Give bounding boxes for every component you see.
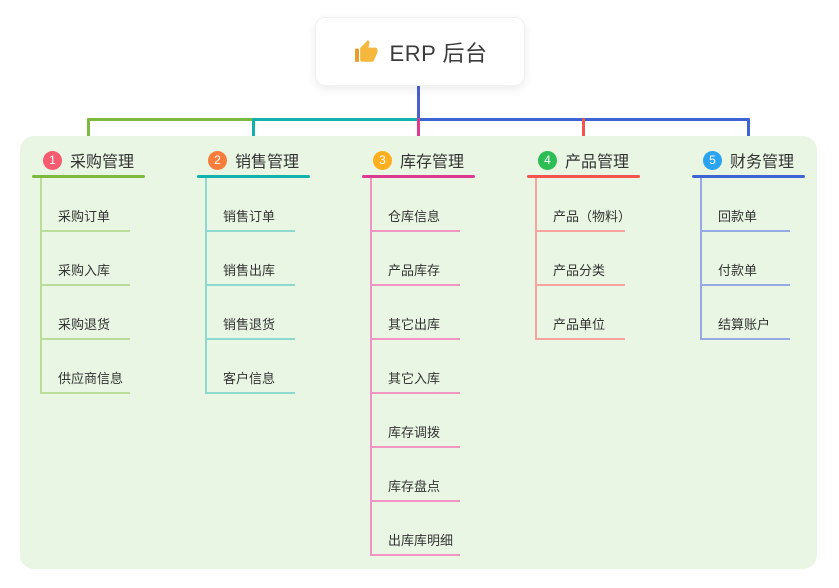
branch-number-badge: 2	[208, 150, 227, 170]
child-item-label: 出库库明细	[388, 533, 454, 548]
root-label: ERP 后台	[389, 40, 488, 66]
child-item-label: 仓库信息	[388, 209, 441, 224]
child-item[interactable]: 供应商信息	[40, 340, 130, 394]
branch-label: 产品管理	[565, 154, 630, 171]
child-item-label: 采购入库	[58, 263, 111, 278]
child-item-label: 结算账户	[718, 317, 771, 332]
connector-drop-branch1	[87, 118, 90, 144]
child-item[interactable]: 付款单	[700, 232, 790, 286]
connector-drop-branch5	[747, 118, 750, 144]
child-item[interactable]: 仓库信息	[370, 178, 460, 232]
child-item[interactable]: 其它出库	[370, 286, 460, 340]
branch-underline	[32, 175, 145, 178]
branch-number-badge: 3	[373, 150, 392, 170]
children-connector-line	[535, 178, 537, 340]
child-item[interactable]: 采购入库	[40, 232, 130, 286]
branch-purchase: 1 采购管理 采购订单采购入库采购退货供应商信息	[32, 148, 182, 394]
branch-label: 财务管理	[730, 154, 795, 171]
child-item-label: 付款单	[718, 263, 758, 278]
child-item-label: 采购退货	[58, 317, 111, 332]
branch-underline	[362, 175, 475, 178]
branch-label: 销售管理	[235, 154, 300, 171]
children-connector-line	[700, 178, 702, 340]
child-item-label: 客户信息	[223, 371, 276, 386]
branch-inventory: 3 库存管理 仓库信息产品库存其它出库其它入库库存调拨库存盘点出库库明细	[362, 148, 512, 556]
child-item[interactable]: 销售订单	[205, 178, 295, 232]
branch-finance: 5 财务管理 回款单付款单结算账户	[692, 148, 839, 340]
child-item[interactable]: 销售退货	[205, 286, 295, 340]
branch-underline	[527, 175, 640, 178]
branch-header[interactable]: 1 采购管理	[43, 148, 182, 172]
connector-drop-branch2	[252, 118, 255, 144]
child-item-label: 其它出库	[388, 317, 441, 332]
root-node[interactable]: ERP 后台	[315, 17, 525, 86]
connector-root-trunk	[417, 85, 420, 121]
child-item-label: 库存盘点	[388, 479, 441, 494]
child-item-label: 回款单	[718, 209, 758, 224]
branch-header[interactable]: 3 库存管理	[373, 148, 512, 172]
branch-children: 产品（物料） 产品分类产品单位	[527, 178, 677, 340]
child-item[interactable]: 库存盘点	[370, 448, 460, 502]
child-item[interactable]: 出库库明细	[370, 502, 460, 556]
children-connector-line	[370, 178, 372, 556]
branch-header[interactable]: 2 销售管理	[208, 148, 347, 172]
child-item[interactable]: 采购退货	[40, 286, 130, 340]
child-item[interactable]: 回款单	[700, 178, 790, 232]
branch-children: 采购订单采购入库采购退货供应商信息	[32, 178, 182, 394]
thumbs-up-icon	[354, 39, 377, 62]
child-item[interactable]: 其它入库	[370, 340, 460, 394]
child-item[interactable]: 产品（物料）	[535, 178, 631, 232]
child-item[interactable]: 库存调拨	[370, 394, 460, 448]
branch-label: 采购管理	[70, 154, 135, 171]
branch-underline	[692, 175, 805, 178]
child-item[interactable]: 结算账户	[700, 286, 790, 340]
child-item-label: 销售退货	[223, 317, 276, 332]
children-connector-line	[40, 178, 42, 394]
branch-children: 回款单付款单结算账户	[692, 178, 839, 340]
branch-underline	[197, 175, 310, 178]
branch-children: 销售订单销售出库销售退货客户信息	[197, 178, 347, 394]
child-item[interactable]: 产品分类	[535, 232, 625, 286]
child-item-label: 库存调拨	[388, 425, 441, 440]
branch-label: 库存管理	[400, 154, 465, 171]
branch-header[interactable]: 5 财务管理	[703, 148, 839, 172]
child-item-label: 销售订单	[223, 209, 276, 224]
child-item[interactable]: 产品单位	[535, 286, 625, 340]
child-item-label: 产品库存	[388, 263, 441, 278]
branch-product: 4 产品管理 产品（物料） 产品分类产品单位	[527, 148, 677, 340]
child-item-label: 产品单位	[553, 317, 606, 332]
branch-number-badge: 5	[703, 150, 722, 170]
child-item[interactable]: 产品库存	[370, 232, 460, 286]
child-item-label: 其它入库	[388, 371, 441, 386]
branch-number-badge: 4	[538, 150, 557, 170]
connector-drop-branch3	[417, 118, 420, 150]
connector-horizontal-branch2	[252, 118, 418, 121]
child-item-label: 产品分类	[553, 263, 606, 278]
branches-panel	[20, 136, 817, 569]
children-connector-line	[205, 178, 207, 394]
child-item[interactable]: 采购订单	[40, 178, 130, 232]
branch-sales: 2 销售管理 销售订单销售出库销售退货客户信息	[197, 148, 347, 394]
child-item[interactable]: 客户信息	[205, 340, 295, 394]
child-item-label: 产品（物料）	[553, 209, 632, 224]
child-item-label: 销售出库	[223, 263, 276, 278]
connector-drop-branch4	[582, 118, 585, 144]
child-item[interactable]: 销售出库	[205, 232, 295, 286]
branch-children: 仓库信息产品库存其它出库其它入库库存调拨库存盘点出库库明细	[362, 178, 512, 556]
child-item-label: 采购订单	[58, 209, 111, 224]
connector-horizontal-branch1	[87, 118, 253, 121]
child-item-label: 供应商信息	[58, 371, 124, 386]
branch-number-badge: 1	[43, 150, 62, 170]
branch-header[interactable]: 4 产品管理	[538, 148, 677, 172]
